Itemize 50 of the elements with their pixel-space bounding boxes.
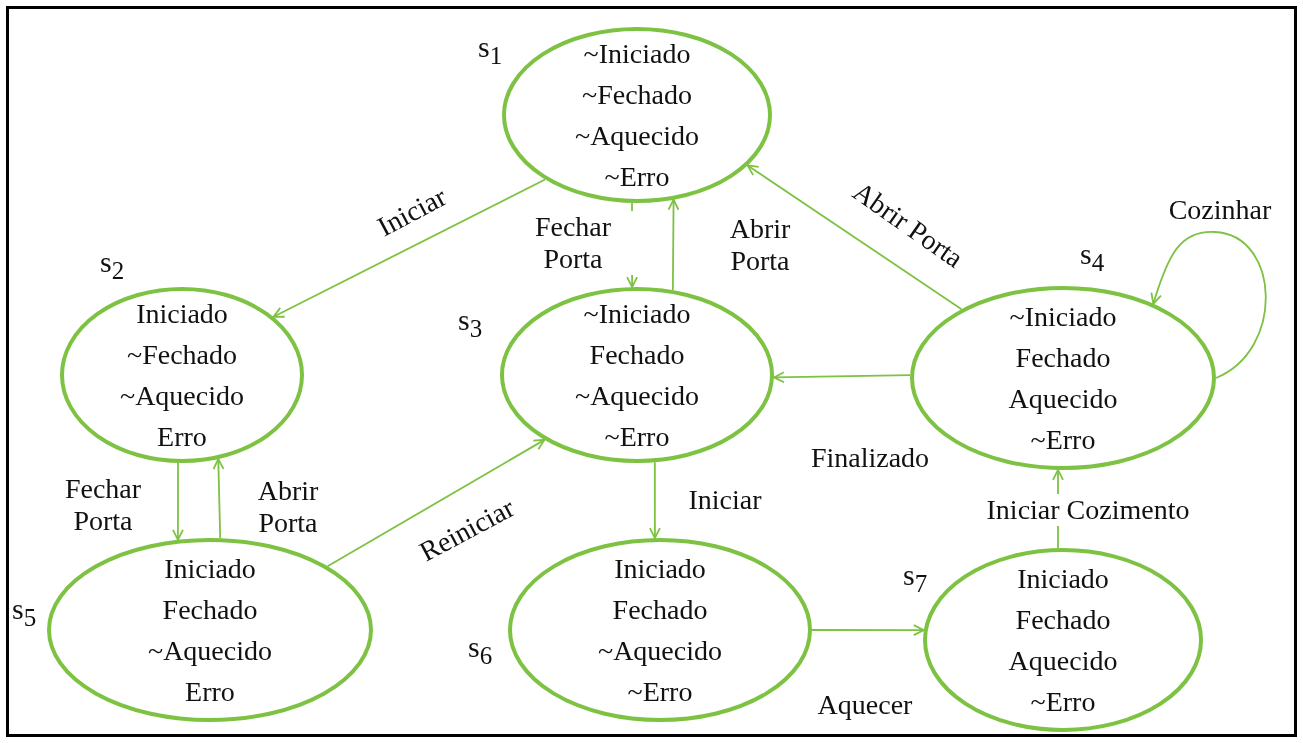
transition-label: Iniciar Cozimento xyxy=(986,494,1190,526)
transition-arrow xyxy=(746,164,963,311)
state-variable: Aquecido xyxy=(1008,644,1118,678)
state-variable: ~Erro xyxy=(604,160,670,194)
state-name: s$_{1}$ xyxy=(478,30,503,70)
state-variable: Erro xyxy=(185,675,235,709)
state-variable: Erro xyxy=(157,420,207,454)
state-name: s$_{7}$ xyxy=(903,558,928,598)
state-name: s$_{3}$ xyxy=(458,303,483,343)
state-ellipse xyxy=(47,538,373,722)
state-variable: ~Fechado xyxy=(582,78,692,112)
transition-arrow xyxy=(212,458,225,540)
transition-arrow xyxy=(811,624,925,636)
state-variable: ~Aquecido xyxy=(120,379,244,413)
state-variable: ~Aquecido xyxy=(598,634,722,668)
transition-arrow xyxy=(172,462,184,541)
state-variable: ~Erro xyxy=(1030,685,1096,719)
state-variable: Fechado xyxy=(162,593,258,627)
state-variable: ~Aquecido xyxy=(575,119,699,153)
state-variable: Iniciado xyxy=(164,552,256,586)
state-variable: Iniciado xyxy=(136,297,228,331)
transition-arrow xyxy=(649,461,661,539)
state-variable: ~Erro xyxy=(627,675,693,709)
state-ellipse xyxy=(502,27,772,203)
state-variable: Iniciado xyxy=(1017,562,1109,596)
transition-arrow xyxy=(1150,231,1267,379)
state-variable: Fechado xyxy=(1015,341,1111,375)
state-variable: ~Erro xyxy=(1030,423,1096,457)
state-variable: Iniciado xyxy=(614,552,706,586)
state-variable: Aquecido xyxy=(1008,382,1118,416)
state-variable: ~Fechado xyxy=(127,338,237,372)
state-variable: ~Iniciado xyxy=(1009,300,1117,334)
transition-arrow xyxy=(667,198,680,291)
state-name: s$_{5}$ xyxy=(12,592,37,632)
state-name: s$_{2}$ xyxy=(100,245,125,285)
state-variable: ~Aquecido xyxy=(148,634,272,668)
state-variable: ~Aquecido xyxy=(575,379,699,413)
state-variable: Fechado xyxy=(1015,603,1111,637)
transition-arrow xyxy=(773,371,911,384)
state-variable: ~Iniciado xyxy=(583,37,691,71)
state-variable: ~Erro xyxy=(604,420,670,454)
state-name: s$_{4}$ xyxy=(1080,237,1105,277)
state-ellipse xyxy=(60,287,304,463)
state-ellipse xyxy=(500,287,774,463)
transition-arrow xyxy=(272,178,546,318)
transition-arrow xyxy=(326,439,546,568)
state-variable: Fechado xyxy=(589,338,685,372)
state-variable: ~Iniciado xyxy=(583,297,691,331)
state-name: s$_{6}$ xyxy=(468,630,493,670)
state-variable: Fechado xyxy=(612,593,708,627)
